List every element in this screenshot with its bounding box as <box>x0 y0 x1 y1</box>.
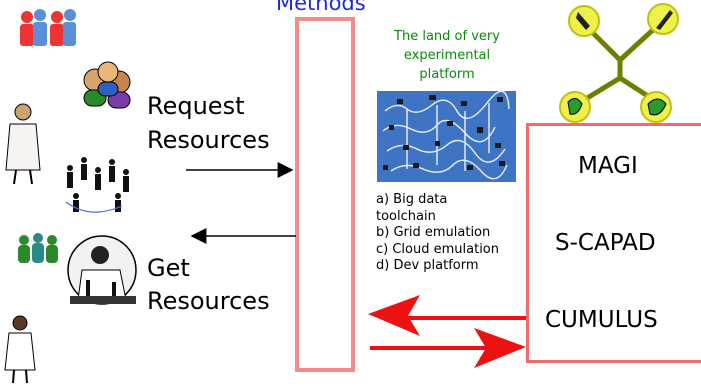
methods-box <box>295 17 355 372</box>
feature-item: c) Cloud emulation <box>376 241 499 257</box>
world-connections-icon <box>559 3 679 123</box>
methods-title: Methods <box>276 0 366 15</box>
red-arrow-to-tools <box>370 328 526 368</box>
feature-item: a) Big data <box>376 192 448 207</box>
feature-item: b) Grid emulation <box>376 225 491 240</box>
feature-list: a) Big data toolchain b) Grid emulation … <box>376 192 499 275</box>
request-label-line1: Request <box>147 92 245 120</box>
platform-title-line2: experimental <box>403 48 491 63</box>
get-label-line1: Get <box>147 254 190 282</box>
tool-magi: MAGI <box>578 153 638 179</box>
tools-box <box>526 123 701 363</box>
network-graphic <box>382 91 510 180</box>
tool-scapad: S-CAPAD <box>555 230 656 256</box>
red-arrow-from-tools <box>368 295 526 336</box>
lab-researcher-icon <box>67 235 137 305</box>
network-diagram-image <box>377 91 516 182</box>
platform-title-line1: The land of very <box>394 29 500 44</box>
scientist-icon <box>5 103 41 185</box>
feature-item: toolchain <box>376 208 436 224</box>
feature-item: d) Dev platform <box>376 258 479 273</box>
request-label-line2: Resources <box>147 126 270 154</box>
people-group-icon <box>20 9 76 46</box>
get-label-line2: Resources <box>147 287 270 315</box>
platform-title: The land of very experimental platform <box>374 27 520 84</box>
tool-cumulus: CUMULUS <box>545 307 658 333</box>
platform-title-line3: platform <box>419 67 475 82</box>
green-people-icon <box>18 233 58 263</box>
team-avatars-icon <box>83 61 131 109</box>
people-network-icon <box>65 157 129 213</box>
doctor-icon <box>4 315 36 384</box>
